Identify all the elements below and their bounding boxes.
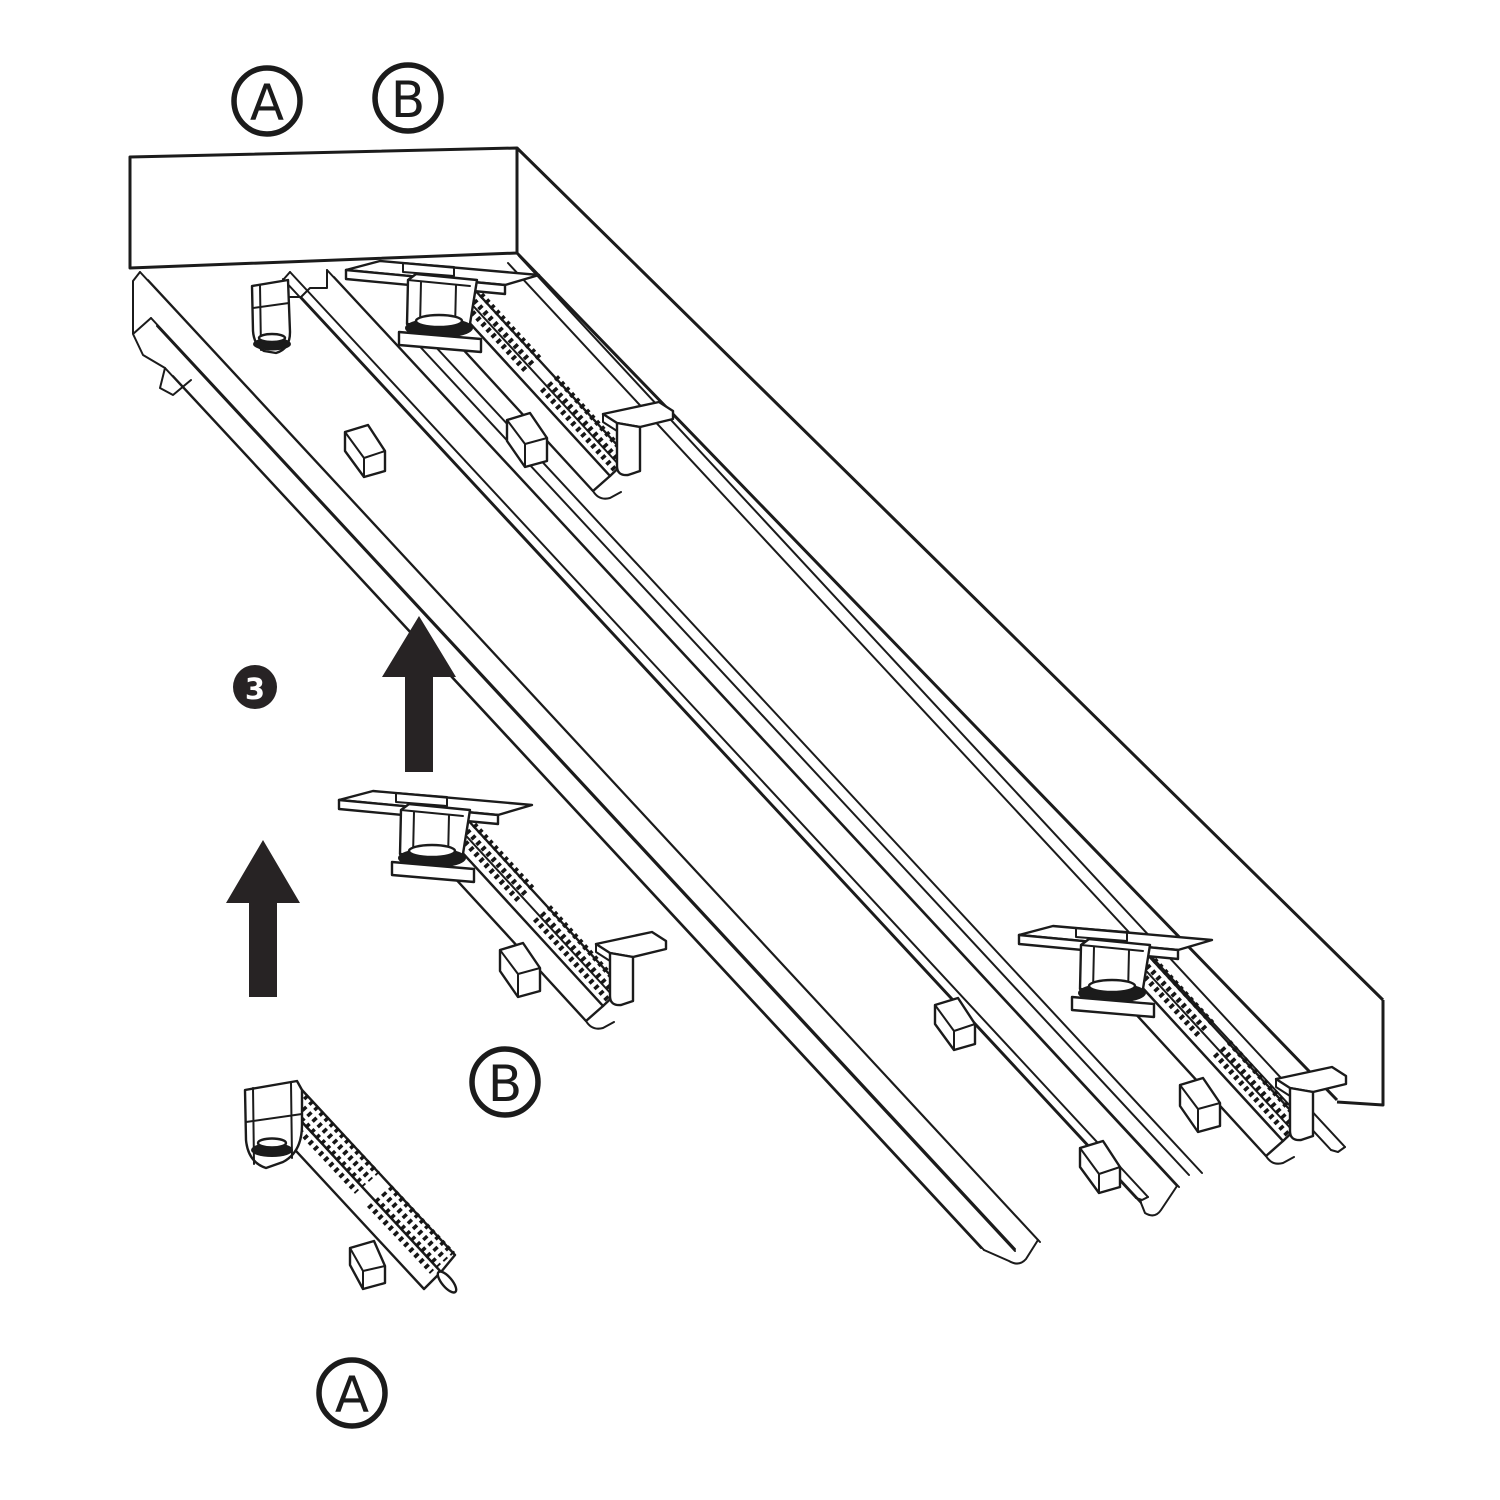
end-hole xyxy=(436,1270,458,1294)
board-end-face xyxy=(128,146,519,270)
mounting-rails xyxy=(132,255,1346,1265)
up-arrow-icon xyxy=(382,616,456,772)
callout-b-top: B xyxy=(372,62,444,134)
clip-a-floating xyxy=(243,1079,458,1294)
callout-a-top: A xyxy=(231,65,303,137)
grip-texture xyxy=(281,1094,456,1274)
callout-a-bottom: A xyxy=(316,1357,388,1429)
callout-a-bottom-label: A xyxy=(335,1366,369,1424)
up-arrow-icon xyxy=(226,840,300,997)
rail-latch-tab xyxy=(933,996,977,1052)
clip-a-mounted xyxy=(250,278,292,355)
step-badge-circle xyxy=(233,665,277,709)
clip-b-floating xyxy=(339,791,666,1029)
step-badge-number: 3 xyxy=(245,672,265,706)
latch-tab xyxy=(348,1239,387,1291)
clip-b-mounted-left xyxy=(346,261,673,499)
callout-b-mid-label: B xyxy=(488,1055,522,1113)
rail-latch-tab xyxy=(343,423,387,479)
callout-b-top-label: B xyxy=(391,71,425,129)
rail-latch-tab xyxy=(1078,1139,1122,1195)
rail-lines xyxy=(139,255,1346,1252)
callout-b-mid: B xyxy=(469,1046,541,1118)
callout-a-top-label: A xyxy=(250,74,284,132)
board-edges xyxy=(515,146,1385,1107)
step-badge: 3 xyxy=(233,665,277,709)
panel-board xyxy=(128,146,1385,1107)
